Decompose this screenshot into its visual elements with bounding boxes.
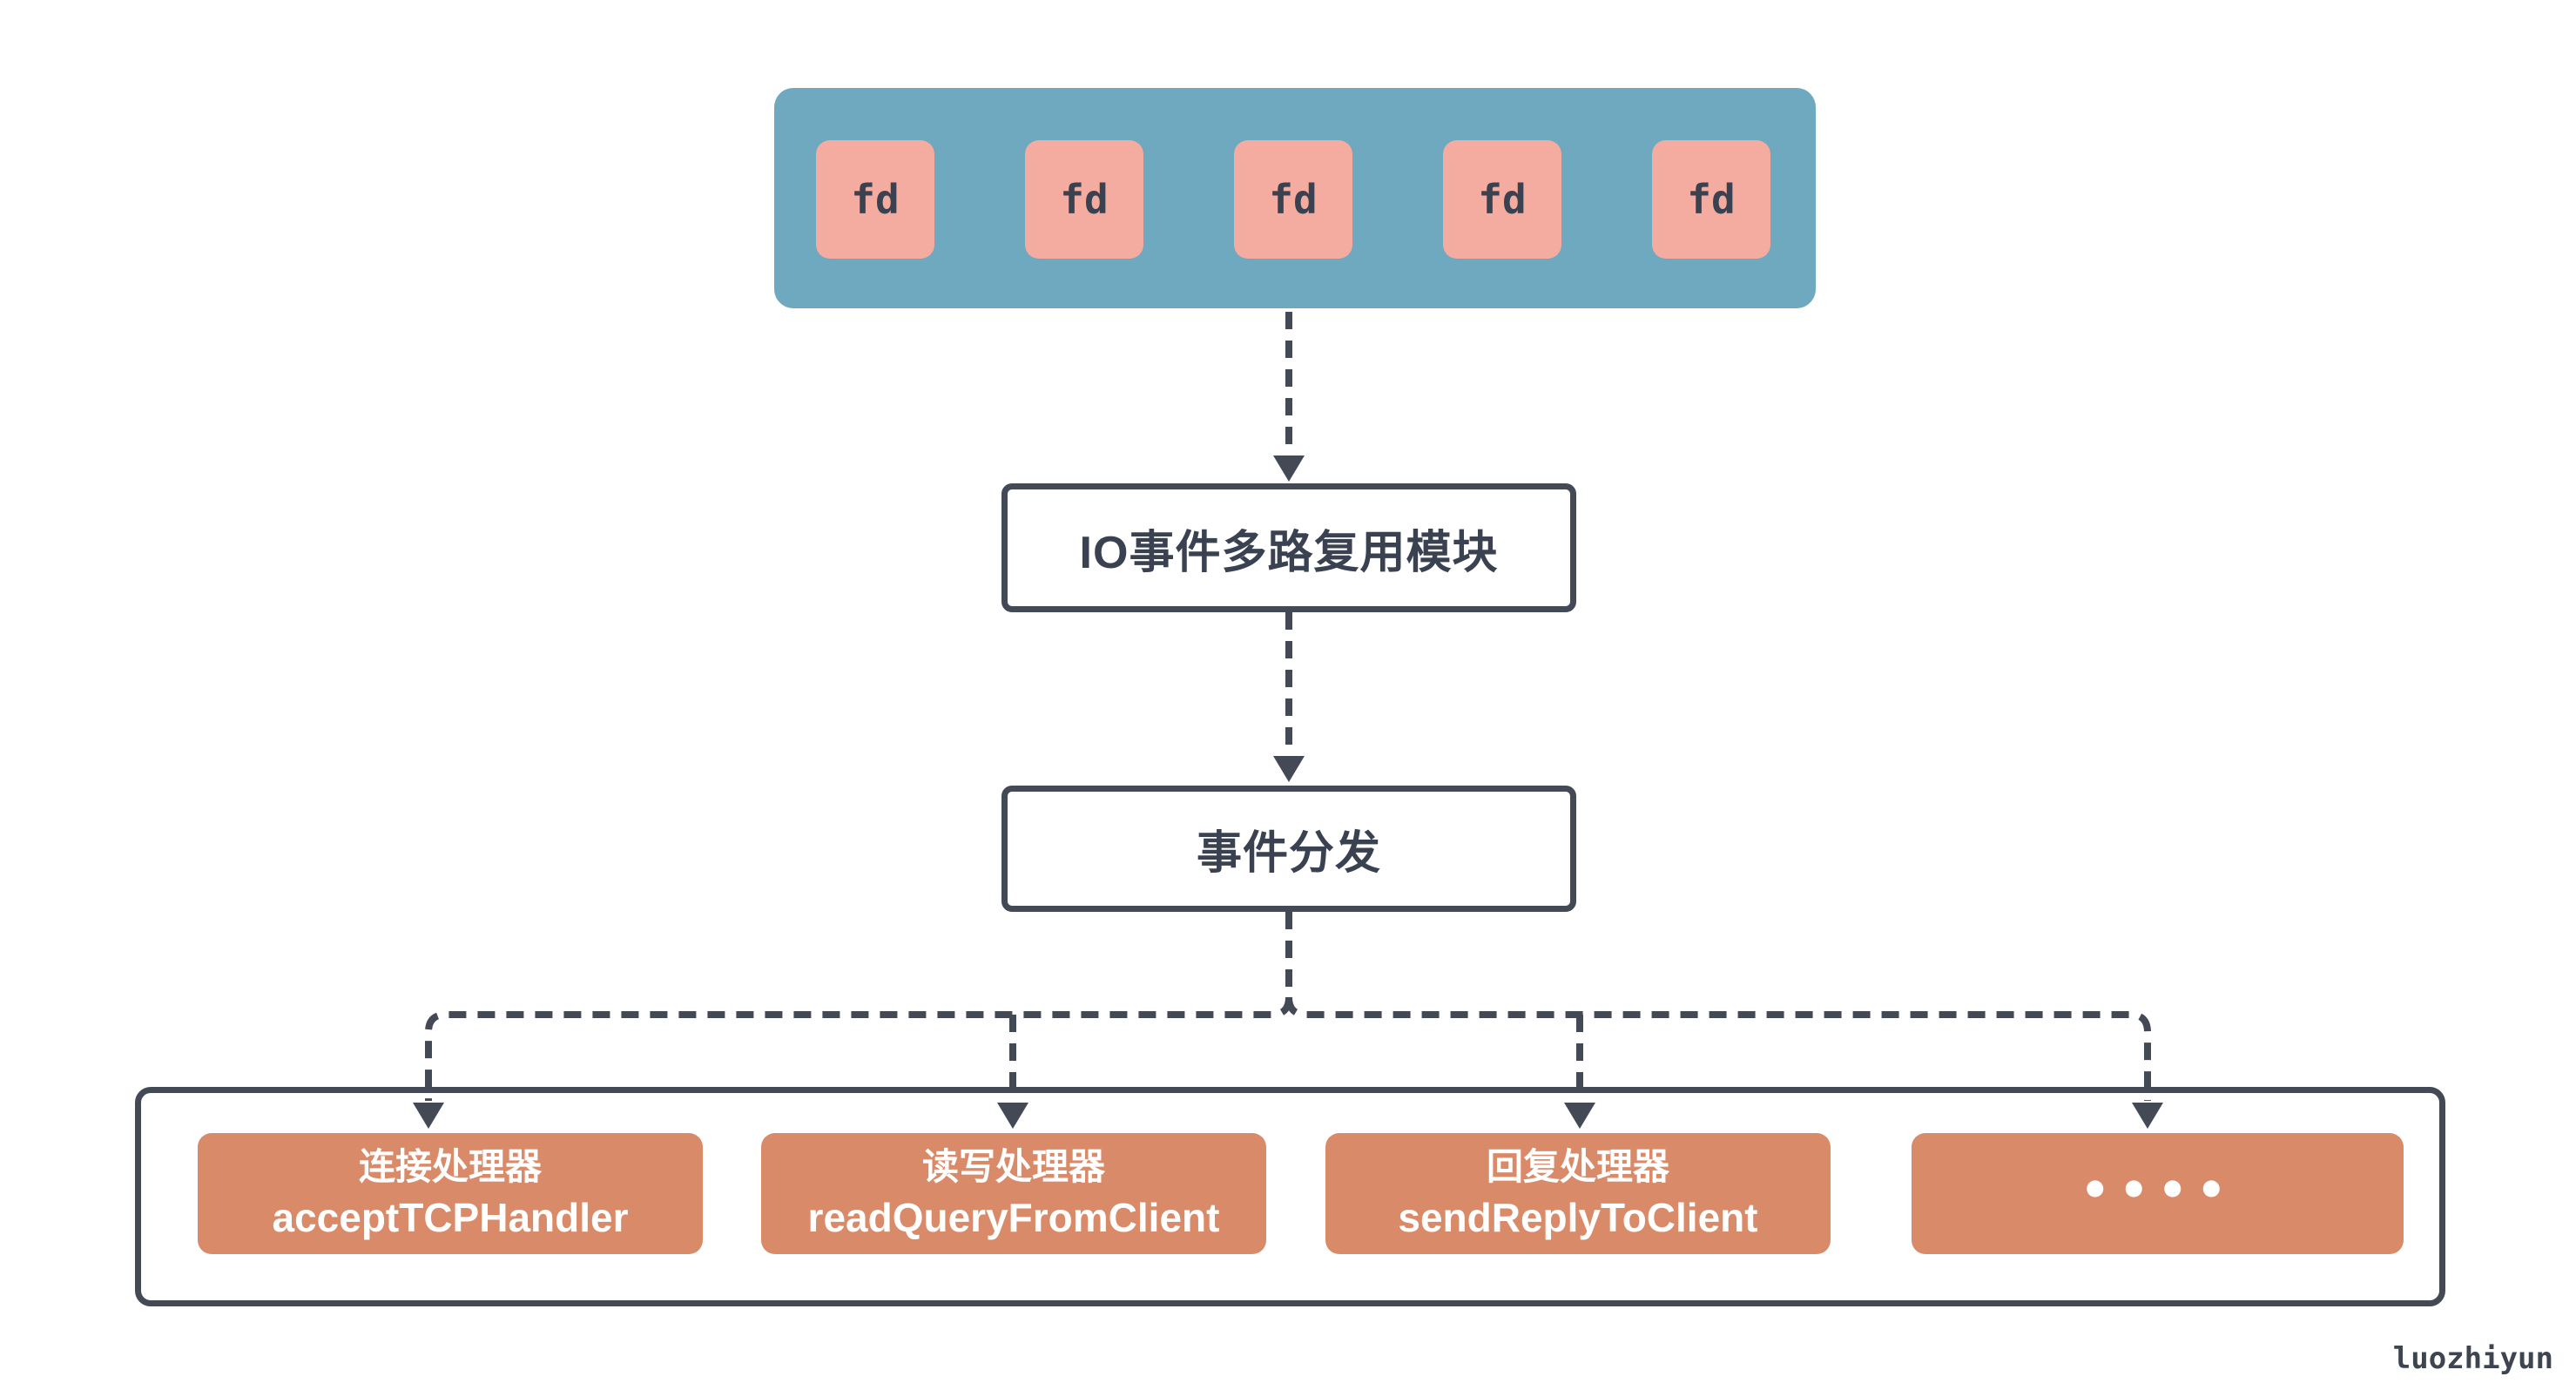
handler-subtitle: readQueryFromClient <box>807 1194 1220 1240</box>
branch-line-right <box>1285 996 2151 1101</box>
fd-box: fd <box>1652 140 1770 259</box>
handler-title: 连接处理器 <box>358 1146 542 1188</box>
handler-send-reply: 回复处理器 sendReplyToClient <box>1325 1133 1831 1254</box>
arrowhead-icon <box>1273 455 1305 482</box>
fd-label: fd <box>851 176 900 223</box>
fd-label: fd <box>1478 176 1527 223</box>
handler-title: 回复处理器 <box>1486 1146 1669 1188</box>
fd-label: fd <box>1687 176 1736 223</box>
fd-box: fd <box>816 140 934 259</box>
fd-label: fd <box>1060 176 1109 223</box>
fd-box: fd <box>1234 140 1352 259</box>
io-multiplexer-box: IO事件多路复用模块 <box>1001 483 1576 612</box>
handler-more: •••• <box>1912 1133 2404 1254</box>
watermark-text: luozhiyun <box>2392 1341 2553 1376</box>
event-dispatcher-label: 事件分发 <box>1196 828 1381 879</box>
ellipsis-dots-label: •••• <box>2080 1162 2235 1218</box>
handler-subtitle: acceptTCPHandler <box>272 1194 629 1240</box>
fd-box: fd <box>1443 140 1561 259</box>
event-dispatcher-box: 事件分发 <box>1001 786 1576 912</box>
arrowhead-icon <box>1273 756 1305 782</box>
branch-line-left <box>425 996 1292 1101</box>
fd-label: fd <box>1269 176 1318 223</box>
fd-pool-container: fd fd fd fd fd <box>774 88 1816 308</box>
io-multiplexer-label: IO事件多路复用模块 <box>1079 527 1499 578</box>
fd-box: fd <box>1025 140 1143 259</box>
handler-subtitle: sendReplyToClient <box>1398 1194 1758 1240</box>
handler-title: 读写处理器 <box>921 1146 1105 1188</box>
handler-read-query: 读写处理器 readQueryFromClient <box>761 1133 1266 1254</box>
handler-accept-tcp: 连接处理器 acceptTCPHandler <box>198 1133 703 1254</box>
